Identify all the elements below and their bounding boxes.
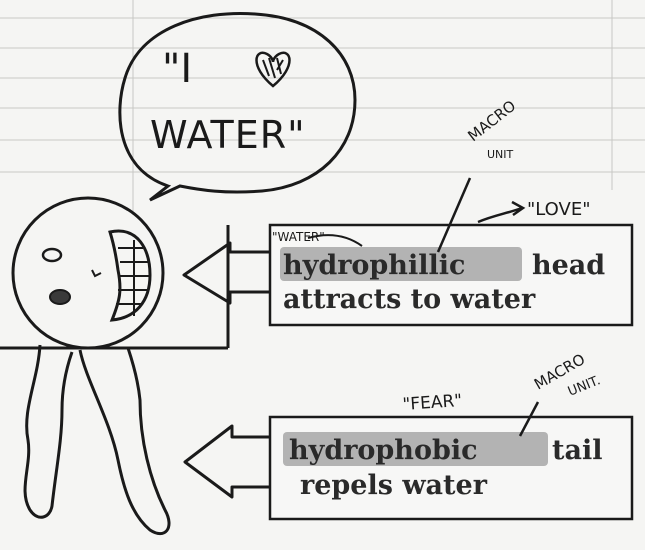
upper-word: hydrophillic bbox=[283, 250, 465, 281]
upper-rest: head bbox=[532, 250, 605, 281]
heart-icon bbox=[257, 53, 290, 86]
ruled-lines bbox=[0, 18, 645, 172]
bubble-line2: WATER" bbox=[150, 113, 306, 157]
lower-word: hydrophobic bbox=[289, 435, 478, 466]
lower-rest: tail bbox=[552, 435, 602, 466]
lower-arrow bbox=[185, 426, 270, 497]
macro-unit-top-2: UNIT bbox=[487, 148, 514, 161]
lower-line2: repels water bbox=[300, 470, 488, 501]
macro-unit-bottom-2: UNIT. bbox=[566, 373, 603, 399]
fear-note: "FEAR" bbox=[402, 391, 463, 415]
bubble-line1: "I bbox=[162, 46, 192, 92]
love-note: "LOVE" bbox=[527, 199, 590, 220]
love-arrow bbox=[478, 202, 523, 222]
macro-unit-top-1: MACRO bbox=[464, 97, 519, 145]
upper-line2: attracts to water bbox=[283, 284, 536, 315]
figure-face bbox=[43, 231, 150, 320]
figure-head bbox=[13, 198, 163, 348]
